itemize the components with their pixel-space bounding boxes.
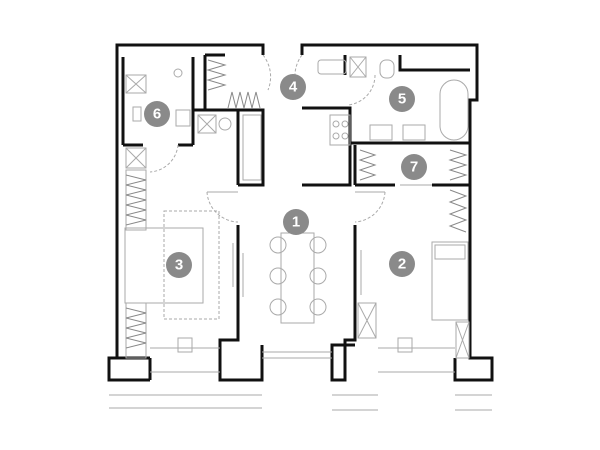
room-number: 6 [153,106,161,123]
room-number: 3 [175,257,183,274]
wardrobes [125,56,470,359]
room-badge-2: 2 [389,251,415,277]
room-badge-1: 1 [283,209,309,235]
room-number: 5 [398,91,406,108]
room-number: 2 [398,256,406,273]
furniture [124,59,469,353]
room-number: 4 [289,79,298,96]
room-number: 1 [292,214,300,231]
room-badge-7: 7 [401,154,427,180]
room-badge-4: 4 [280,74,306,100]
walls [107,43,494,382]
room-badge-5: 5 [389,86,415,112]
room-number: 7 [410,159,418,176]
room-badge-3: 3 [166,252,192,278]
windows [109,347,492,411]
room-badge-6: 6 [144,101,170,127]
door-swings [149,54,432,223]
